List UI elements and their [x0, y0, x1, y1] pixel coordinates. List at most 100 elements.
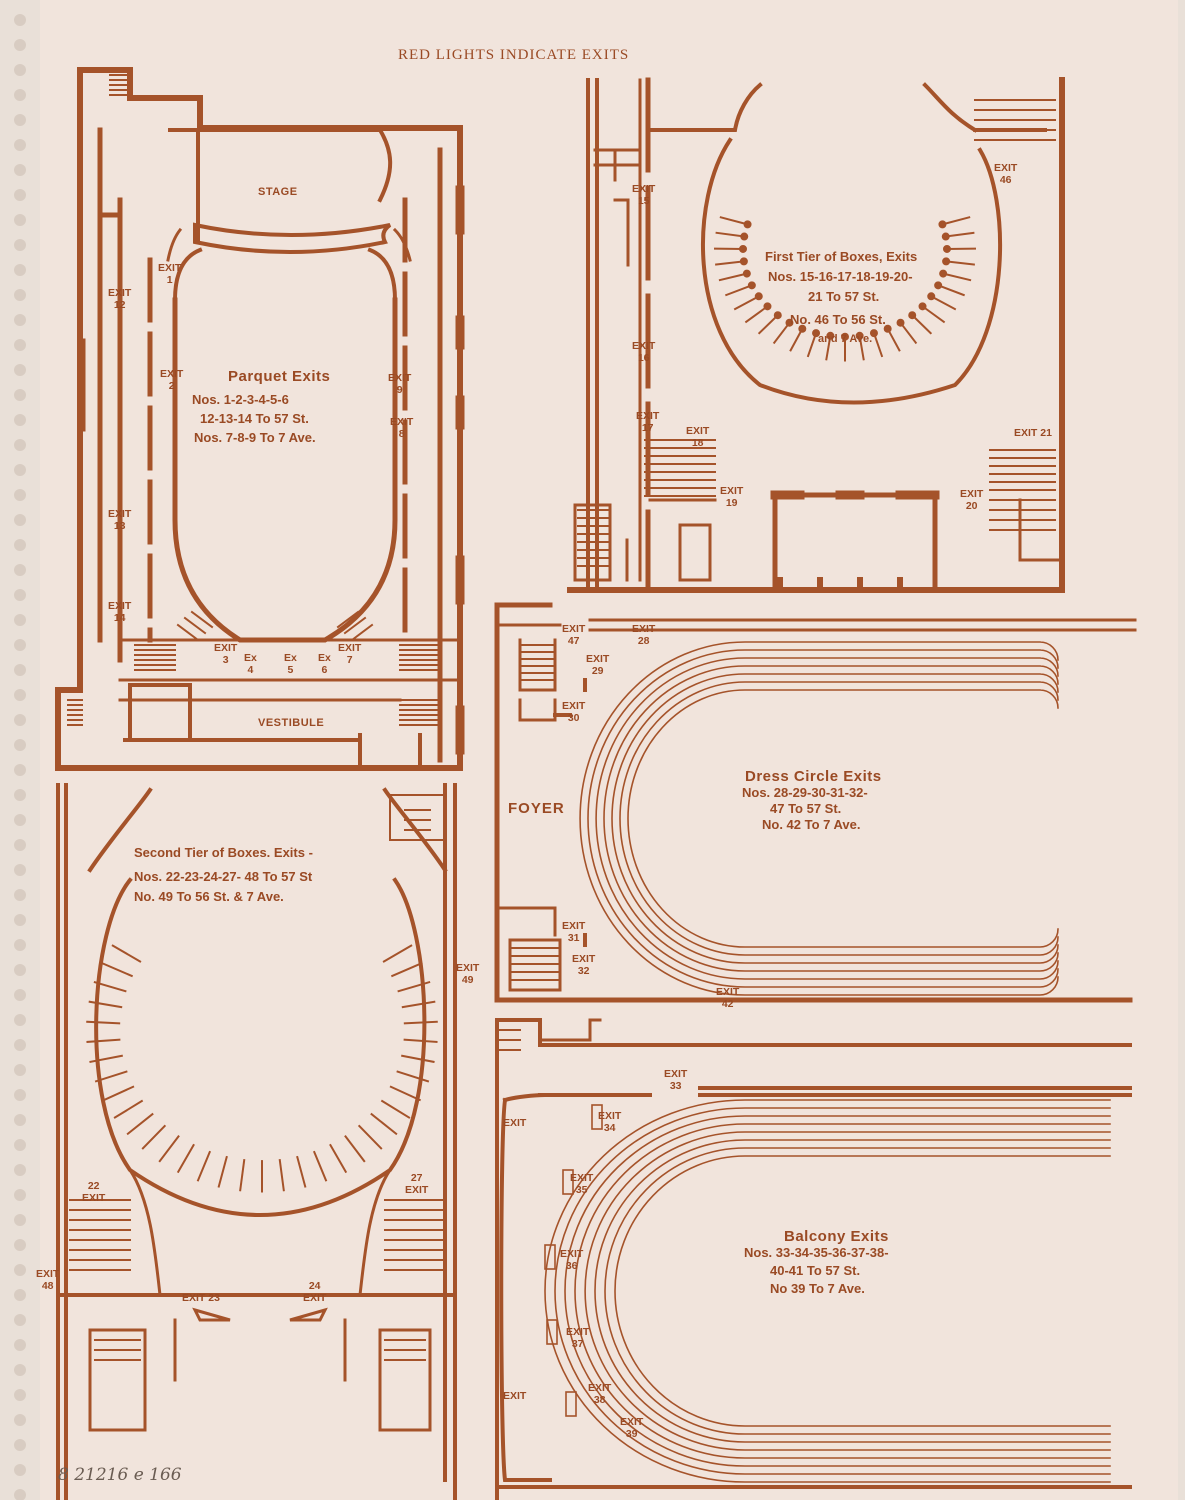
seating-row-curve: [554, 1107, 1111, 1475]
box-divider: [763, 302, 772, 311]
perforation-hole: [14, 939, 26, 951]
perforation-hole: [14, 1489, 26, 1500]
box-divider: [401, 1054, 435, 1064]
box-divider: [743, 220, 752, 229]
box-divider: [899, 321, 918, 345]
perforation-hole: [14, 839, 26, 851]
seating-row-curve: [579, 641, 1059, 996]
box-divider: [938, 220, 947, 229]
perforation-hole: [14, 1264, 26, 1276]
box-divider: [934, 281, 943, 290]
perforation-hole: [14, 914, 26, 926]
box-divider: [715, 260, 745, 266]
box-divider: [401, 1000, 436, 1009]
box-divider: [855, 331, 864, 340]
box-divider: [918, 302, 927, 311]
balcony-box: [591, 1104, 603, 1130]
box-divider: [941, 232, 950, 241]
box-divider: [217, 1155, 228, 1188]
box-divider: [936, 284, 966, 297]
vestibule-label: VESTIBULE: [258, 717, 325, 729]
box-divider: [789, 327, 804, 352]
perforation-hole: [14, 114, 26, 126]
parquet-line-2: 12-13-14 To 57 St.: [200, 411, 309, 426]
parquet-plan: [55, 67, 465, 771]
box-divider: [826, 331, 835, 340]
box-divider: [944, 231, 975, 238]
seating-row-curve: [619, 681, 1059, 956]
second-tier-title: Second Tier of Boxes. Exits -: [134, 845, 313, 860]
seating-row-curve: [611, 673, 1059, 964]
balcony-line-3: No 39 To 7 Ave.: [770, 1281, 865, 1296]
perforation-hole: [14, 639, 26, 651]
perforation-hole: [14, 389, 26, 401]
first-tier-line-1: Nos. 15-16-17-18-19-20-: [768, 269, 913, 284]
perforation-hole: [14, 1014, 26, 1026]
balcony-box: [544, 1244, 556, 1270]
perforation-hole: [14, 1189, 26, 1201]
handwritten-note: 8 21216 e 166: [58, 1465, 182, 1485]
box-divider: [396, 1070, 430, 1083]
seating-row-curve: [584, 1131, 1111, 1451]
parquet-line-1: Nos. 1-2-3-4-5-6: [192, 392, 289, 407]
seating-row-curve: [574, 1123, 1111, 1459]
program-page: [28, 0, 1178, 1500]
perforation-hole: [14, 1039, 26, 1051]
box-divider: [739, 244, 748, 253]
exit-marker: EXIT 21: [1014, 427, 1052, 439]
box-divider: [942, 244, 951, 253]
balcony-box: [565, 1391, 577, 1417]
exit-marker: EXIT: [503, 1390, 527, 1402]
box-divider: [739, 257, 748, 266]
first-tier-plan: [567, 77, 1065, 593]
perforation-hole: [14, 589, 26, 601]
box-divider: [773, 311, 782, 320]
seating-row-curve: [594, 1139, 1111, 1443]
box-divider: [883, 324, 892, 333]
balcony-line-2: 40-41 To 57 St.: [770, 1263, 861, 1278]
box-divider: [910, 313, 933, 335]
box-divider: [102, 1085, 135, 1102]
perforation-hole: [14, 614, 26, 626]
box-divider: [93, 980, 127, 993]
box-divider: [742, 269, 751, 278]
seating-row-curve: [614, 1155, 1111, 1427]
seating-row-curve: [564, 1115, 1111, 1467]
first-tier-line-2: 21 To 57 St.: [808, 289, 880, 304]
perforation-hole: [14, 889, 26, 901]
box-divider: [841, 332, 849, 341]
box-divider: [733, 294, 761, 311]
perforation-hole: [14, 314, 26, 326]
perforation-hole: [14, 764, 26, 776]
first-tier-title: First Tier of Boxes, Exits: [765, 249, 918, 264]
box-divider: [886, 327, 901, 352]
box-divider: [126, 1112, 154, 1136]
perforation-hole: [14, 539, 26, 551]
seating-row-curve: [595, 657, 1059, 980]
perforation-hole: [14, 664, 26, 676]
seating-row-curve: [603, 665, 1059, 972]
balcony-title: Balcony Exits: [784, 1228, 889, 1245]
perforation-hole: [14, 439, 26, 451]
perforation-hole: [14, 1214, 26, 1226]
box-divider: [757, 313, 780, 335]
perforation-hole: [14, 464, 26, 476]
balcony-box: [546, 1319, 558, 1345]
perforation-hole: [14, 964, 26, 976]
perforation-hole: [14, 364, 26, 376]
